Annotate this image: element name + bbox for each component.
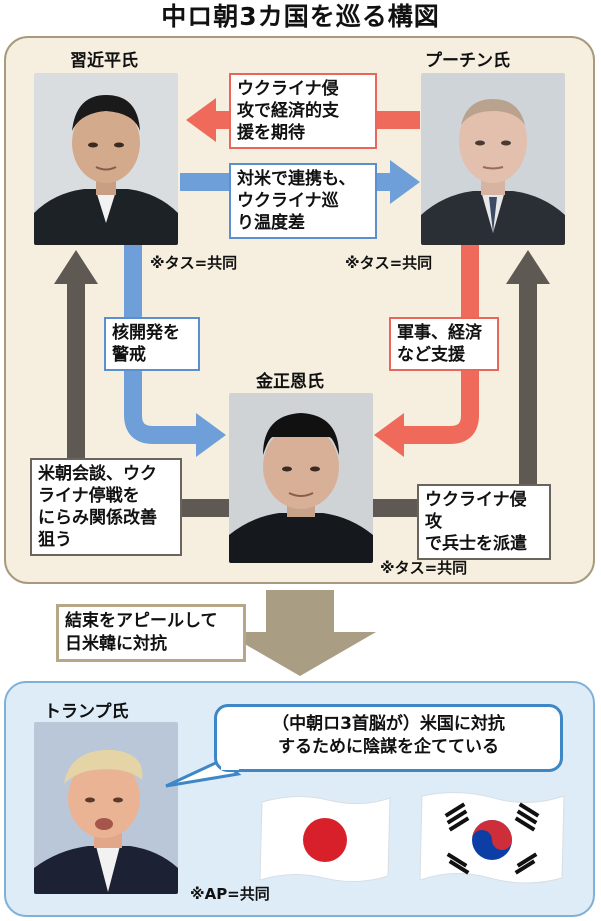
label-line: 狙う [38, 530, 72, 550]
trump-speech-bubble: （中朝ロ3首脳が）米国に対抗 するために陰謀を企てている [214, 704, 563, 772]
kim-name: 金正恩氏 [256, 372, 324, 392]
label-nk-to-russia: ウクライナ侵攻 で兵士を派遣 [417, 484, 551, 560]
arrowhead-china-to-russia [390, 160, 420, 204]
xi-photo [34, 73, 178, 245]
diagram-title: 中ロ朝3カ国を巡る構図 [161, 2, 440, 31]
label-nk-to-china: 米朝会談、ウク ライナ停戦を にらみ関係改善 狙う [30, 458, 182, 556]
arrowhead-china-to-nk [196, 413, 226, 457]
trump-photo-credit: ※AP=共同 [190, 885, 270, 903]
label-china-to-nk: 核開発を 警戒 [104, 317, 200, 371]
label-line: にらみ関係改善 [38, 508, 157, 528]
label-line: ウクライナ侵攻 [425, 490, 527, 532]
label-russia-to-nk: 軍事、経済 など支援 [389, 317, 499, 371]
arrowhead-russia-to-china [186, 98, 216, 142]
quote-line: （中朝ロ3首脳が）米国に対抗 [272, 714, 505, 734]
south-korea-flag [418, 788, 568, 890]
putin-photo [421, 73, 565, 245]
label-line: ライナ停戦を [38, 486, 140, 506]
arrowhead-nk-to-china [54, 250, 98, 284]
label-line: で兵士を派遣 [425, 534, 527, 554]
label-line: 核開発を [112, 323, 180, 343]
label-line: 攻で経済的支 [237, 101, 339, 121]
label-line: 米朝会談、ウク [38, 464, 157, 484]
label-line: 軍事、経済 [397, 323, 482, 343]
label-line: ウクライナ侵 [237, 79, 339, 99]
japan-flag [256, 792, 394, 888]
label-line: ウクライナ巡 [237, 191, 339, 211]
label-line: 結束をアピールして [65, 611, 218, 631]
putin-name: プーチン氏 [425, 51, 510, 71]
label-line: 警戒 [112, 345, 146, 365]
arrowhead-russia-to-nk [374, 413, 404, 457]
trump-photo [34, 722, 178, 894]
label-line: 日米韓に対抗 [65, 634, 167, 654]
kim-photo-credit: ※タス=共同 [380, 559, 468, 577]
kim-photo [229, 393, 373, 563]
arrow-china-to-nk [124, 245, 200, 444]
arrowhead-nk-to-russia [506, 250, 550, 284]
quote-line: するために陰謀を企てている [278, 737, 499, 757]
arrow-russia-to-nk [398, 245, 479, 444]
label-line: り温度差 [237, 213, 305, 233]
arrow-bloc-to-us [224, 590, 376, 676]
label-china-to-russia: 対米で連携も、 ウクライナ巡 り温度差 [229, 163, 377, 239]
label-line: 対米で連携も、 [237, 169, 356, 189]
label-line: など支援 [397, 345, 465, 365]
putin-photo-credit: ※タス=共同 [345, 254, 433, 272]
xi-name: 習近平氏 [70, 51, 138, 71]
trump-name: トランプ氏 [44, 702, 129, 722]
xi-photo-credit: ※タス=共同 [150, 254, 238, 272]
label-line: 援を期待 [237, 123, 305, 143]
label-bloc-to-us: 結束をアピールして 日米韓に対抗 [56, 604, 246, 662]
label-russia-to-china: ウクライナ侵 攻で経済的支 援を期待 [229, 73, 377, 149]
